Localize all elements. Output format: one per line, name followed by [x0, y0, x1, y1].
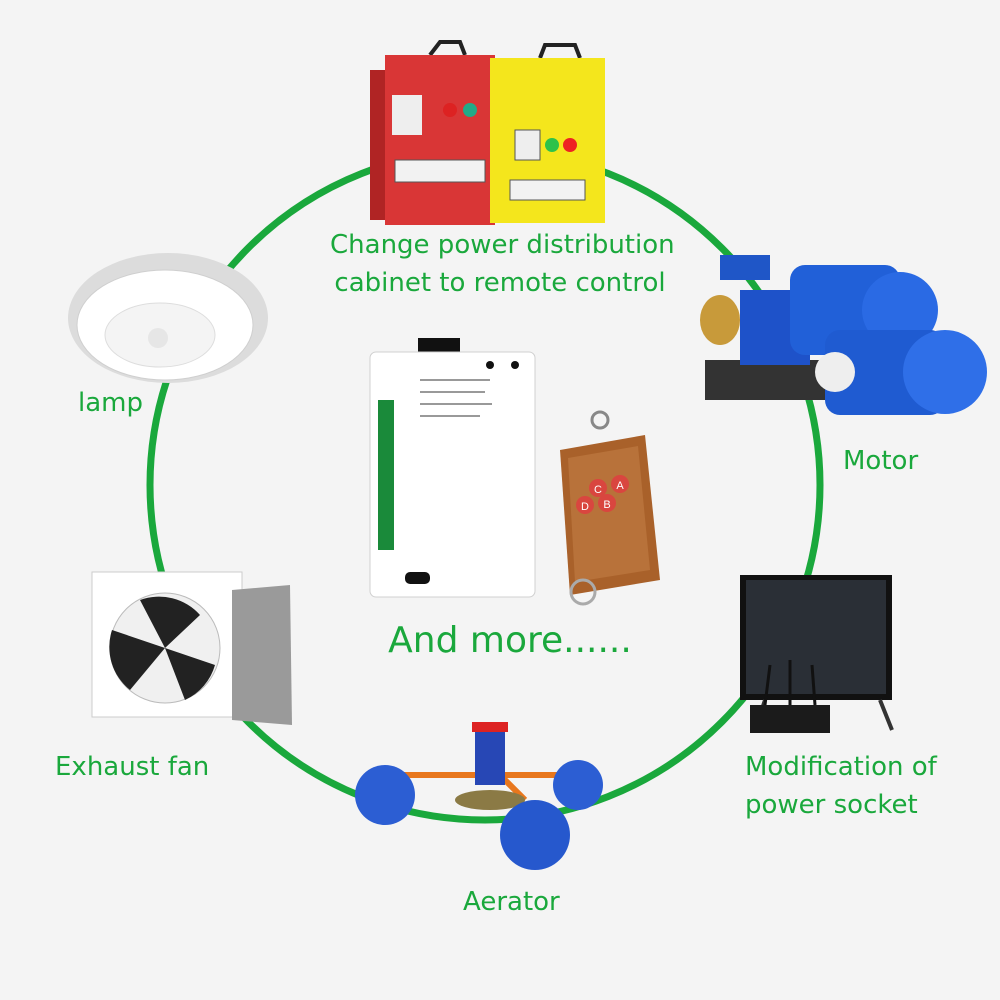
socket-label-line2: power socket: [745, 790, 918, 820]
cabinet-label-line1: Change power distribution: [330, 230, 675, 260]
remote-button-b-label: B: [603, 499, 610, 511]
distribution-cabinet-image: [370, 40, 605, 225]
remote-button-c-label: C: [594, 484, 602, 496]
remote-control-image: C A D B: [560, 410, 660, 606]
lamp-label: lamp: [78, 388, 143, 418]
remote-button-a[interactable]: [611, 475, 629, 493]
tv-socket-image: [740, 575, 894, 733]
remote-button-c[interactable]: [589, 479, 607, 497]
and-more-label: And more......: [388, 620, 632, 661]
cabinet-label-line2: cabinet to remote control: [334, 268, 666, 298]
motor-label: Motor: [843, 446, 919, 476]
exhaust-fan-label: Exhaust fan: [55, 752, 210, 782]
remote-button-d[interactable]: [576, 496, 594, 514]
cabinet-label: Change power distribution cabinet to rem…: [330, 226, 675, 302]
receiver-module-image: [369, 338, 536, 598]
socket-label-line1: Modification of: [745, 752, 937, 782]
exhaust-fan-image: [91, 571, 292, 725]
remote-button-d-label: D: [581, 501, 589, 513]
ceiling-lamp-image: [68, 253, 268, 383]
aerator-image: [355, 722, 603, 870]
remote-button-a-label: A: [616, 480, 624, 492]
socket-label: Modification of power socket: [745, 748, 937, 824]
aerator-label: Aerator: [463, 887, 560, 917]
remote-button-b[interactable]: [598, 494, 616, 512]
motor-image: [700, 255, 987, 415]
